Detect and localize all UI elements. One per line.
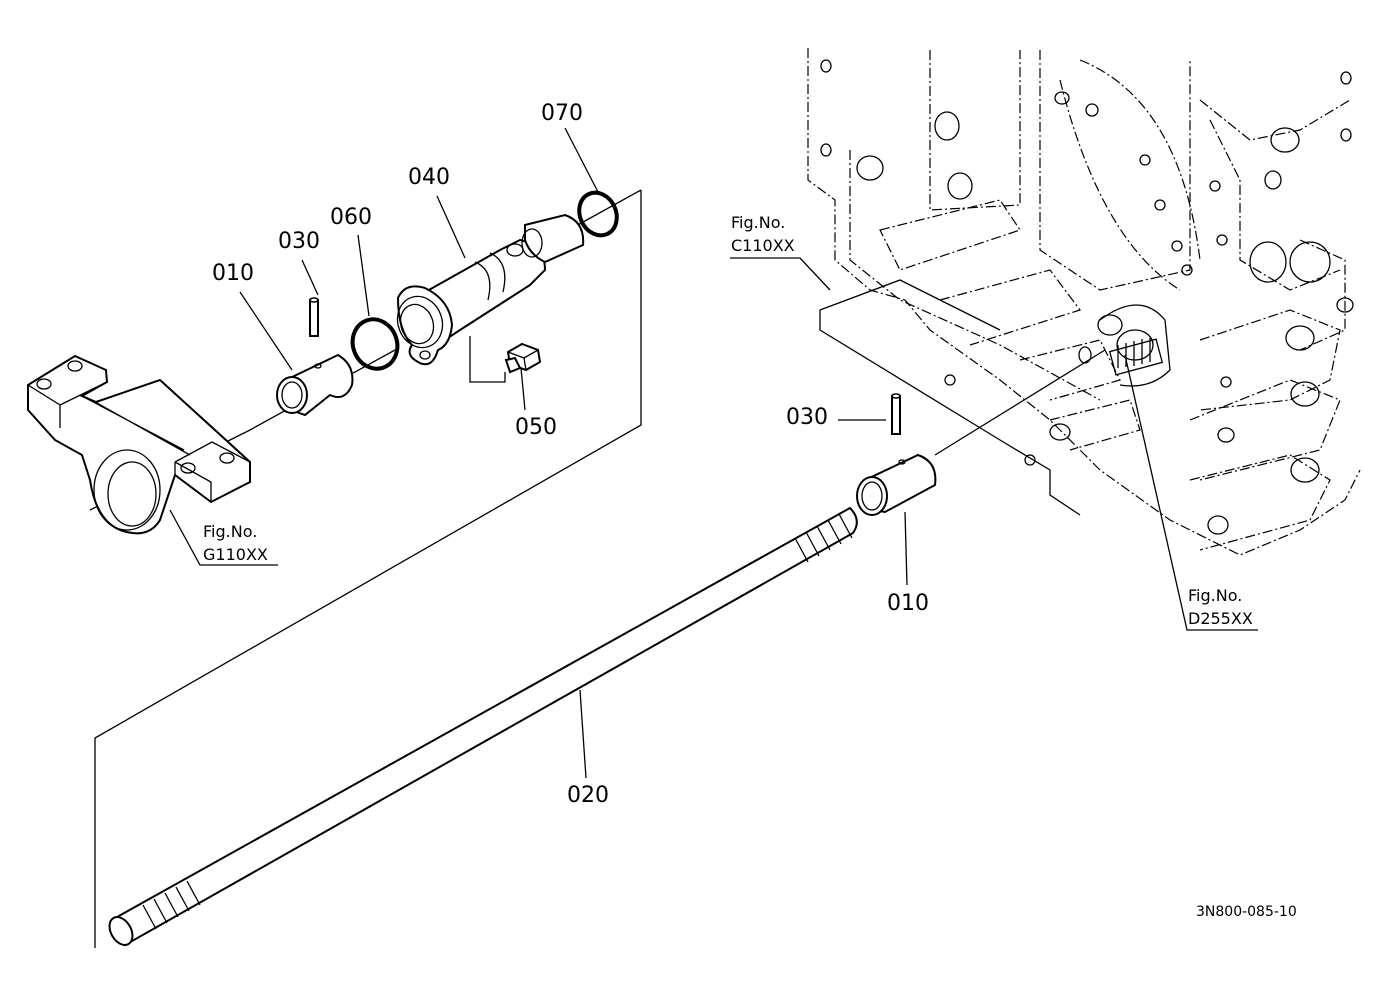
label-020: 020 (567, 783, 609, 808)
label-010-lower: 010 (887, 591, 929, 616)
label-040: 040 (408, 165, 450, 190)
part-010-upper-sleeve (276, 353, 354, 417)
part-030-lower-pin (891, 393, 901, 435)
fig-ref-c110-code: C110XX (731, 236, 795, 255)
part-020-shaft (108, 506, 858, 947)
part-050-bolt (504, 342, 542, 374)
label-060: 060 (330, 205, 372, 230)
part-070-o-ring (577, 190, 619, 238)
fig-ref-c110-title: Fig.No. (731, 213, 785, 232)
part-030-upper-pin (309, 297, 319, 337)
fig-ref-g110-title: Fig.No. (203, 522, 257, 541)
lift-arm-bracket (27, 354, 251, 535)
label-050: 050 (515, 415, 557, 440)
label-030-lower: 030 (786, 405, 828, 430)
fig-ref-d255-code: D255XX (1188, 609, 1253, 628)
figure-references: Fig.No. C110XX Fig.No. G110XX Fig.No. D2… (203, 213, 1253, 628)
label-010-upper: 010 (212, 261, 254, 286)
fig-ref-d255-title: Fig.No. (1188, 586, 1242, 605)
drawing-number: 3N800-085-10 (1196, 904, 1297, 920)
part-labels: 010 030 060 040 070 050 030 010 020 (212, 101, 929, 808)
housing-bolt-holes (820, 59, 1354, 535)
label-030-upper: 030 (278, 229, 320, 254)
label-070: 070 (541, 101, 583, 126)
transmission-housing (807, 48, 1361, 556)
part-040-tube (396, 213, 585, 366)
fig-ref-g110-code: G110XX (203, 545, 268, 564)
part-010-lower-sleeve (856, 453, 937, 516)
part-060-o-ring (350, 317, 400, 371)
leader-lines (89, 127, 1258, 948)
